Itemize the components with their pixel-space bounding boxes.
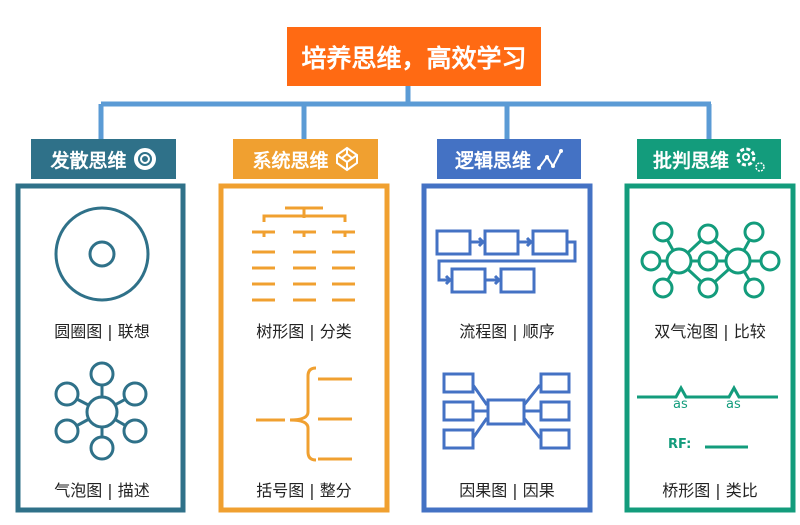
tree-map-icon [252, 206, 355, 302]
gears-icon [736, 147, 765, 172]
header-label: 系统思维 [252, 149, 329, 172]
lifebuoy-icon [133, 148, 156, 170]
header-label: 发散思维 [50, 149, 127, 172]
caption-double-bubble-map: 双气泡图 | 比较 [654, 322, 766, 341]
bubble-map-icon [54, 361, 148, 461]
caption-circle-map: 圆圈图 | 联想 [54, 322, 150, 341]
caption-bridge-map: 桥形图 | 类比 [662, 481, 758, 500]
flow-map-icon [435, 229, 577, 294]
header-systematic: 系统思维 [233, 139, 378, 179]
caption-bubble-map: 气泡图 | 描述 [54, 481, 150, 500]
bridge-map-icon [637, 384, 778, 449]
double-bubble-map-icon [640, 221, 781, 299]
caption-brace-map: 括号图 | 整分 [256, 481, 352, 500]
header-label: 批判思维 [652, 149, 729, 172]
header-divergent: 发散思维 [31, 139, 176, 179]
bridge-rf-label: RF: [668, 437, 692, 452]
frame-critical [624, 183, 796, 513]
main-title: 培养思维，高效学习 [287, 27, 541, 86]
brace-map-icon [256, 366, 352, 462]
frame-systematic [218, 183, 390, 513]
line-chart-icon [537, 149, 563, 170]
caption-tree-map: 树形图 | 分类 [256, 322, 352, 341]
header-label: 逻辑思维 [454, 149, 531, 172]
frame-divergent [15, 183, 186, 513]
header-logical: 逻辑思维 [437, 139, 581, 179]
circle-map-icon [54, 206, 150, 302]
codepen-cube-icon [335, 146, 358, 172]
frame-logical [421, 183, 593, 513]
connectors [98, 86, 712, 139]
multi-flow-map-icon [442, 372, 571, 450]
header-critical: 批判思维 [637, 139, 781, 179]
caption-multi-flow-map: 因果图 | 因果 [459, 481, 555, 500]
bridge-as-label-1: as [673, 397, 688, 412]
bridge-as-label-2: as [726, 397, 741, 412]
caption-flow-map: 流程图 | 顺序 [459, 322, 555, 341]
